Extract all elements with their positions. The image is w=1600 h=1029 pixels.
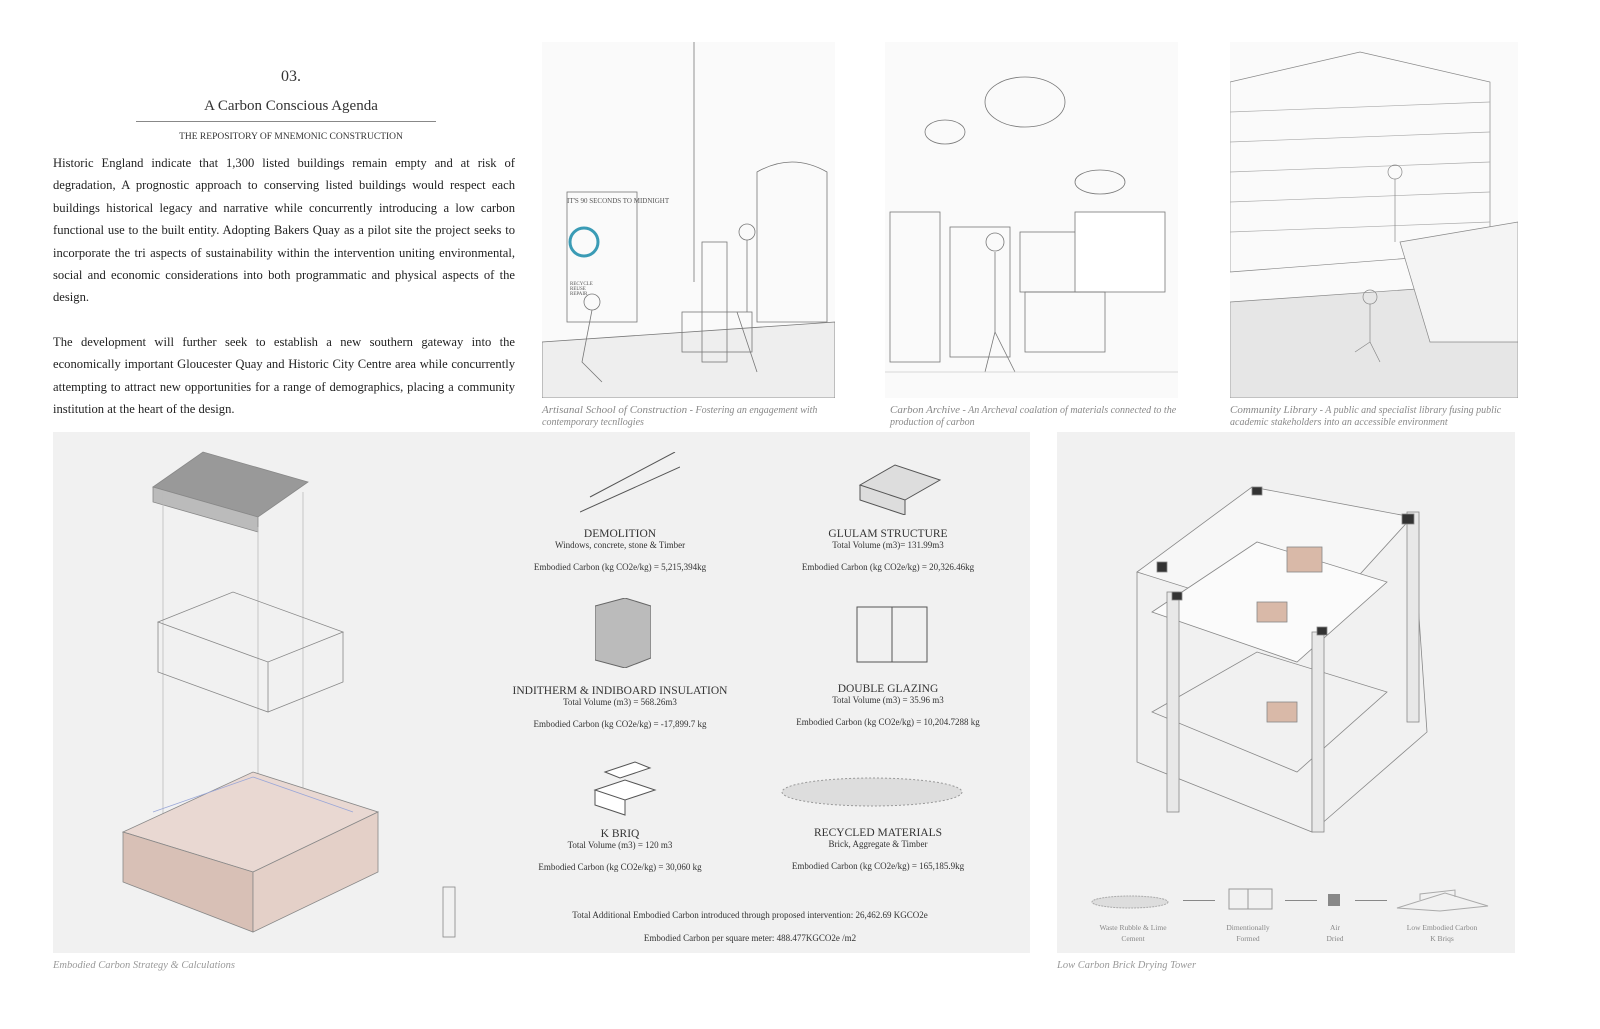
glulam-icon (858, 464, 942, 515)
vignette-caption: Carbon Archive - An Archeval coalation o… (890, 404, 1180, 429)
embodied-carbon-per-m2: Embodied Carbon per square meter: 488.47… (643, 933, 857, 943)
step-label: K Briqs (1430, 934, 1454, 943)
insulation-block-icon (595, 598, 651, 668)
mould-step-icon (1228, 888, 1273, 910)
material-name: INDITHERM & INDIBOARD INSULATION (512, 685, 728, 697)
rubble-icon (781, 777, 963, 807)
community-library-illustration (1230, 42, 1518, 398)
step-label: Cement (1121, 934, 1145, 943)
step-label: Dimentionally (1226, 923, 1270, 932)
total-embodied-carbon: Total Additional Embodied Carbon introdu… (572, 910, 928, 920)
material-carbon: Embodied Carbon (kg CO2e/kg) = 165,185.9… (791, 861, 965, 871)
drying-tower-panel (1057, 432, 1515, 953)
intro-paragraph-2: The development will further seek to est… (53, 335, 515, 417)
process-connector (1183, 900, 1215, 901)
material-carbon: Embodied Carbon (kg CO2e/kg) = -17,899.7… (533, 719, 707, 729)
vignette-caption: Community Library - A public and special… (1230, 404, 1515, 429)
material-detail: Total Volume (m3) = 568.26m3 (563, 697, 677, 707)
material-detail: Total Volume (m3) = 120 m3 (567, 840, 673, 850)
recycle-sign: RECYCLE REUSE REPAIR (570, 282, 593, 297)
embodied-carbon-panel (53, 432, 1030, 953)
material-carbon: Embodied Carbon (kg CO2e/kg) = 5,215,394… (533, 562, 707, 572)
material-name: DEMOLITION (583, 528, 657, 540)
step-label: Dried (1326, 934, 1344, 943)
caption-text: - Fostering an engagement with contempor… (542, 405, 818, 428)
window-icon (856, 606, 928, 663)
title-divider (136, 121, 436, 122)
caption-title: Artisanal School of Construction (542, 404, 688, 416)
caption-title: Carbon Archive (890, 404, 960, 416)
vignette-caption: Artisanal School of Construction - Foste… (542, 404, 832, 429)
panel-caption-left: Embodied Carbon Strategy & Calculations (53, 960, 235, 971)
material-name: GLULAM STRUCTURE (828, 528, 948, 540)
section-number: 03. (281, 68, 301, 85)
material-detail: Total Volume (m3) = 35.96 m3 (832, 695, 944, 705)
chisel-icon (580, 452, 680, 513)
drying-tower-drawing (1136, 486, 1428, 833)
artisanal-school-illustration: IT'S 90 SECONDS TO MIDNIGHT RECYCLE REUS… (542, 42, 835, 398)
brick-step-icon (1328, 894, 1340, 906)
material-name: K BRIQ (600, 828, 640, 840)
exploded-axonometric-drawing (121, 451, 456, 938)
material-name: DOUBLE GLAZING (837, 683, 939, 695)
material-detail: Total Volume (m3)= 131.99m3 (832, 540, 944, 550)
caption-title: Community Library (1230, 404, 1318, 416)
material-carbon: Embodied Carbon (kg CO2e/kg) = 30,060 kg (538, 862, 702, 872)
step-label: Formed (1236, 934, 1260, 943)
caption-text: - An Archeval coalation of materials con… (890, 405, 1177, 428)
material-name: RECYCLED MATERIALS (813, 827, 943, 839)
step-label: Waste Rubble & Lime (1099, 923, 1167, 932)
kbriq-icon (593, 761, 657, 816)
clock-sign: IT'S 90 SECONDS TO MIDNIGHT (567, 197, 670, 205)
process-connector (1285, 900, 1317, 901)
intro-paragraph: Historic England indicate that 1,300 lis… (53, 156, 515, 305)
process-connector (1355, 900, 1387, 901)
material-carbon: Embodied Carbon (kg CO2e/kg) = 20,326.46… (801, 562, 975, 572)
rubble-step-icon (1091, 895, 1169, 909)
caption-text: - A public and specialist library fusing… (1230, 405, 1502, 428)
material-detail: Brick, Aggregate & Timber (828, 839, 928, 849)
material-detail: Windows, concrete, stone & Timber (554, 540, 686, 550)
material-carbon: Embodied Carbon (kg CO2e/kg) = 10,204.72… (796, 717, 980, 727)
step-label: Air (1330, 923, 1340, 932)
page-subtitle: THE REPOSITORY OF MNEMONIC CONSTRUCTION (179, 132, 403, 142)
carbon-archive-illustration (885, 42, 1178, 398)
page-title: A Carbon Conscious Agenda (204, 98, 378, 114)
panel-caption-right: Low Carbon Brick Drying Tower (1057, 960, 1197, 971)
step-label: Low Embodied Carbon (1406, 923, 1478, 932)
process-step: Low Embodied Carbon K Briqs (1392, 922, 1492, 944)
kbriq-stack-icon (1396, 889, 1489, 912)
